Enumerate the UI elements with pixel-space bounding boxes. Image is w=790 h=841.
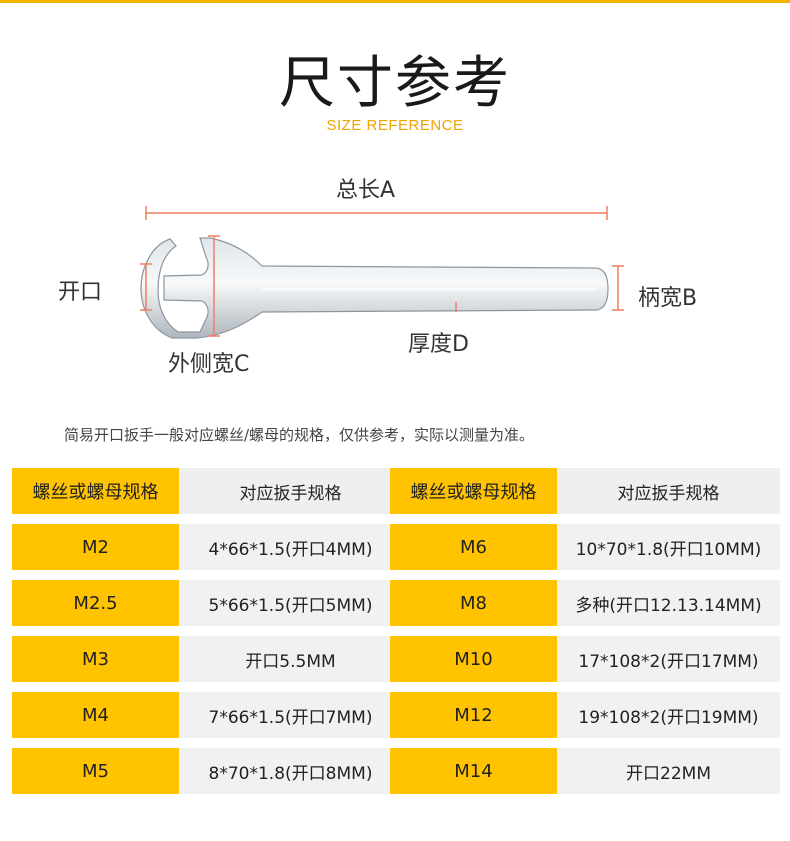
wrench-spec-cell: 7*66*1.5(开口7MM) — [179, 692, 402, 738]
screw-size-cell: M2 — [12, 524, 179, 570]
header-cell: 螺丝或螺母规格 — [12, 468, 179, 514]
header-cell: 螺丝或螺母规格 — [390, 468, 557, 514]
screw-size-cell: M6 — [390, 524, 557, 570]
wrench-spec-cell: 开口22MM — [557, 748, 780, 794]
page-subtitle: SIZE REFERENCE — [326, 117, 464, 134]
wrench-spec-cell: 4*66*1.5(开口4MM) — [179, 524, 402, 570]
table-row: M10 17*108*2(开口17MM) — [390, 636, 780, 682]
table-row: M14 开口22MM — [390, 748, 780, 794]
table-row: M5 8*70*1.8(开口8MM) — [12, 748, 402, 794]
wrench-spec-cell: 多种(开口12.13.14MM) — [557, 580, 780, 626]
table-header-row: 螺丝或螺母规格 对应扳手规格 — [390, 468, 780, 514]
spec-note: 简易开口扳手一般对应螺丝/螺母的规格，仅供参考，实际以测量为准。 — [64, 426, 535, 444]
table-row: M2 4*66*1.5(开口4MM) — [12, 524, 402, 570]
wrench-illustration — [140, 206, 624, 339]
screw-size-cell: M2.5 — [12, 580, 179, 626]
wrench-spec-cell: 10*70*1.8(开口10MM) — [557, 524, 780, 570]
wrench-spec-cell: 开口5.5MM — [179, 636, 402, 682]
outer-width-label: 外侧宽C — [168, 352, 250, 377]
screw-size-cell: M12 — [390, 692, 557, 738]
table-row: M12 19*108*2(开口19MM) — [390, 692, 780, 738]
top-accent-line — [0, 0, 790, 3]
table-row: M3 开口5.5MM — [12, 636, 402, 682]
total-length-label: 总长A — [336, 178, 396, 203]
table-row: M4 7*66*1.5(开口7MM) — [12, 692, 402, 738]
handle-width-label: 柄宽B — [638, 286, 698, 311]
thickness-label: 厚度D — [408, 332, 469, 357]
table-row: M8 多种(开口12.13.14MM) — [390, 580, 780, 626]
screw-size-cell: M8 — [390, 580, 557, 626]
wrench-spec-cell: 17*108*2(开口17MM) — [557, 636, 780, 682]
spec-table-right: 螺丝或螺母规格 对应扳手规格 M6 10*70*1.8(开口10MM) M8 多… — [390, 468, 780, 804]
page-title: 尺寸参考 — [279, 51, 511, 116]
header-cell: 对应扳手规格 — [179, 468, 402, 514]
spec-table-left: 螺丝或螺母规格 对应扳手规格 M2 4*66*1.5(开口4MM) M2.5 5… — [12, 468, 402, 804]
table-row: M6 10*70*1.8(开口10MM) — [390, 524, 780, 570]
table-row: M2.5 5*66*1.5(开口5MM) — [12, 580, 402, 626]
wrench-spec-cell: 8*70*1.8(开口8MM) — [179, 748, 402, 794]
screw-size-cell: M5 — [12, 748, 179, 794]
screw-size-cell: M3 — [12, 636, 179, 682]
table-header-row: 螺丝或螺母规格 对应扳手规格 — [12, 468, 402, 514]
opening-label: 开口 — [58, 280, 103, 305]
header-cell: 对应扳手规格 — [557, 468, 780, 514]
screw-size-cell: M4 — [12, 692, 179, 738]
wrench-diagram: 总长A 开口 柄宽B 厚度D 外侧宽C — [0, 160, 790, 390]
wrench-spec-cell: 19*108*2(开口19MM) — [557, 692, 780, 738]
screw-size-cell: M10 — [390, 636, 557, 682]
wrench-spec-cell: 5*66*1.5(开口5MM) — [179, 580, 402, 626]
screw-size-cell: M14 — [390, 748, 557, 794]
